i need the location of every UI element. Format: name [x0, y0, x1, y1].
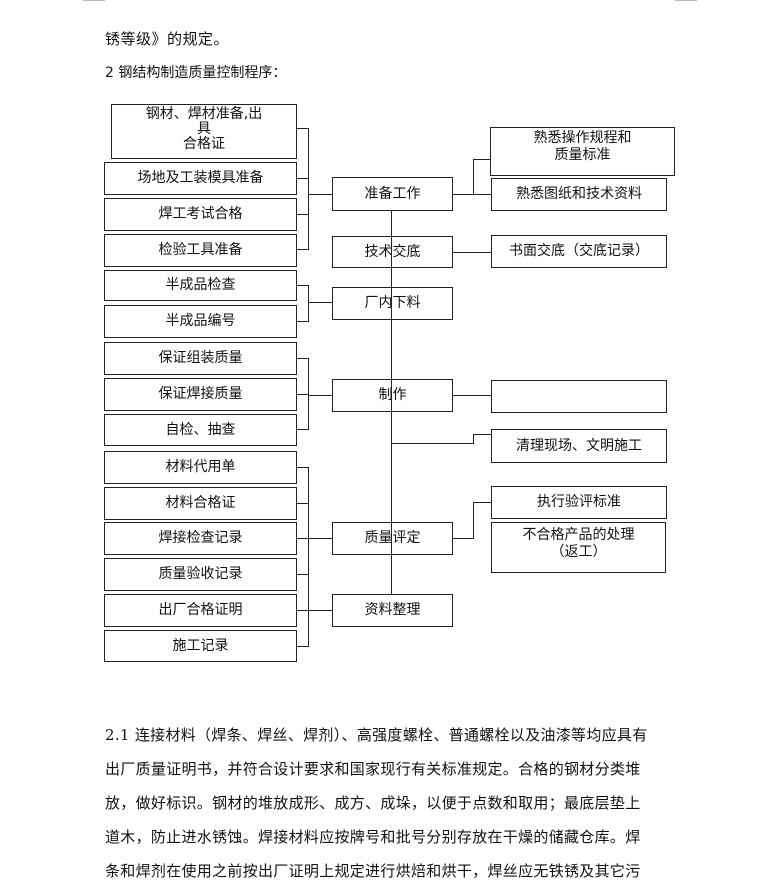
- left-box-inspection-tools: 检验工具准备: [104, 234, 297, 267]
- connector-line: [453, 252, 491, 253]
- connector-line: [473, 159, 474, 195]
- connector-line: [391, 443, 473, 444]
- connector-line: [453, 395, 491, 396]
- paragraph-line: 放，做好标识。钢材的堆放成形、成方、成垛，以便于点数和取用；最底层垫上: [105, 794, 641, 812]
- connector-line: [308, 467, 309, 647]
- left-box-acceptance-records: 质量验收记录: [104, 558, 297, 591]
- paragraph-line: 道木，防止进水锈蚀。焊接材料应按牌号和批号分别存放在干燥的储藏仓库。焊: [105, 828, 641, 846]
- left-box-weld-records: 焊接检查记录: [104, 522, 297, 555]
- connector-line: [308, 285, 309, 322]
- page-corner-mark-right: [675, 0, 697, 1]
- connector-line: [297, 467, 308, 468]
- right-box-nonconforming: 不合格产品的处理 （返工）: [491, 522, 666, 573]
- connector-line: [453, 194, 473, 195]
- center-box-cutting: 厂内下料: [332, 287, 453, 320]
- right-box-written-briefing: 书面交底（交底记录）: [491, 235, 667, 268]
- center-box-documentation: 资料整理: [332, 594, 453, 627]
- page-corner-mark-left: [83, 0, 105, 1]
- connector-line: [473, 194, 491, 195]
- right-box-drawings: 熟悉图纸和技术资料: [491, 178, 667, 211]
- left-box-welder-test: 焊工考试合格: [104, 198, 297, 231]
- connector-line: [473, 434, 491, 435]
- connector-line: [297, 538, 308, 539]
- center-box-quality-rating: 质量评定: [332, 522, 453, 555]
- left-box-site-tooling: 场地及工装模具准备: [104, 162, 297, 195]
- connector-line: [297, 358, 308, 359]
- left-box-construction-records: 施工记录: [104, 630, 297, 662]
- center-box-preparation: 准备工作: [332, 177, 453, 211]
- connector-line: [308, 128, 309, 250]
- connector-line: [297, 610, 308, 611]
- connector-line: [473, 502, 491, 503]
- connector-line: [297, 128, 308, 129]
- connector-line: [308, 395, 332, 396]
- connector-line: [297, 646, 308, 647]
- connector-line: [297, 321, 308, 322]
- right-box-evaluation-standard: 执行验评标准: [491, 486, 667, 519]
- paragraph-line: 出厂质量证明书，并符合设计要求和国家现行有关标准规定。合格的钢材分类堆: [105, 760, 641, 778]
- left-box-substitution: 材料代用单: [104, 451, 297, 484]
- connector-line: [308, 538, 332, 539]
- left-box-semi-inspection: 半成品检查: [104, 270, 297, 301]
- connector-line: [473, 159, 490, 160]
- connector-line: [391, 211, 392, 594]
- connector-line: [453, 538, 473, 539]
- center-box-technical-briefing: 技术交底: [332, 236, 453, 268]
- connector-line: [297, 503, 308, 504]
- connector-line: [297, 574, 308, 575]
- connector-line: [473, 434, 474, 444]
- left-box-semi-numbering: 半成品编号: [104, 305, 297, 338]
- left-box-material-cert: 材料合格证: [104, 487, 297, 520]
- paragraph-line: 条和焊剂在使用之前按出厂证明上规定进行烘焙和烘干，焊丝应无铁锈及其它污: [105, 862, 641, 880]
- connector-line: [473, 502, 474, 539]
- left-box-factory-cert: 出厂合格证明: [104, 594, 297, 627]
- connector-line: [297, 394, 308, 395]
- right-box-empty: [491, 380, 667, 413]
- right-box-operating-rules: 熟悉操作规程和 质量标准: [490, 127, 675, 176]
- intro-tail-text: 锈等级》的规定。: [105, 30, 230, 48]
- connector-line: [297, 178, 308, 179]
- connector-line: [308, 358, 309, 430]
- connector-line: [308, 302, 332, 303]
- paragraph-2-1: 2.1 连接材料（焊条、焊丝、焊剂）、高强度螺栓、普通螺栓以及油漆等均应具有 出…: [105, 720, 675, 890]
- connector-line: [308, 194, 332, 195]
- left-box-welding-quality: 保证焊接质量: [104, 378, 297, 411]
- center-box-fabrication: 制作: [332, 379, 453, 412]
- right-box-site-cleanup: 清理现场、文明施工: [491, 429, 667, 463]
- connector-line: [297, 285, 308, 286]
- paragraph-line: 2.1 连接材料（焊条、焊丝、焊剂）、高强度螺栓、普通螺栓以及油漆等均应具有: [105, 726, 648, 744]
- connector-line: [297, 214, 308, 215]
- connector-line: [308, 610, 332, 611]
- left-box-materials: 钢材、焊材准备,出 具 合格证: [111, 104, 297, 159]
- left-box-self-check: 自检、抽查: [104, 414, 297, 446]
- section-heading: 2 钢结构制造质量控制程序：: [105, 65, 287, 81]
- connector-line: [297, 249, 308, 250]
- left-box-assembly-quality: 保证组装质量: [104, 342, 297, 375]
- connector-line: [297, 429, 308, 430]
